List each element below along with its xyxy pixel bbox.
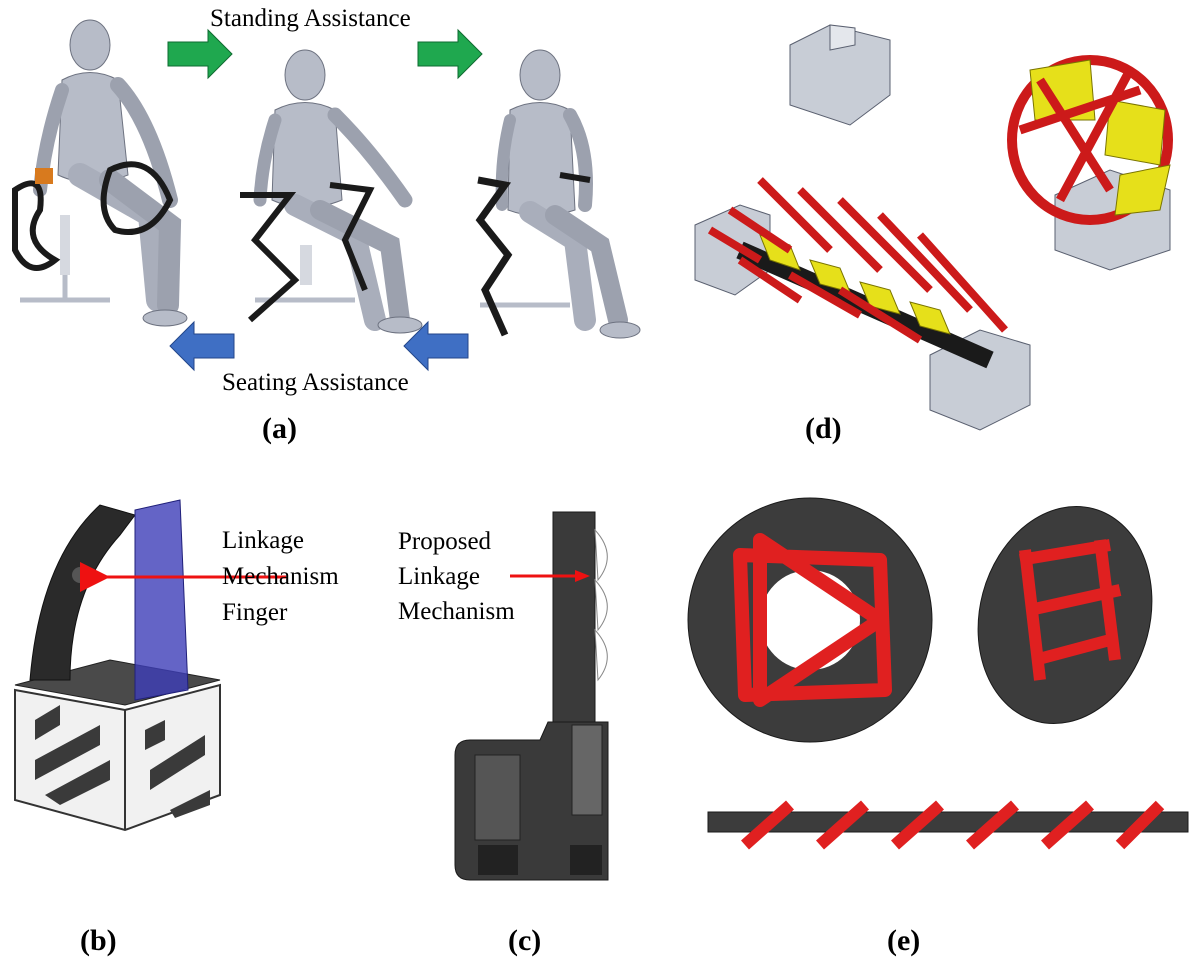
- seating-assistance-caption: Seating Assistance: [222, 369, 409, 396]
- gripper-base: [14, 659, 221, 832]
- panel-a-label: (a): [262, 412, 297, 445]
- wrapped-linkage-module: [1007, 55, 1173, 271]
- callout-c-line1: Proposed: [398, 528, 492, 555]
- linkage-disc-angled: [977, 505, 1153, 725]
- panel-e-label: (e): [887, 924, 920, 957]
- callout-b-line1: Linkage: [222, 527, 304, 554]
- seated-mannequin-3: [480, 49, 641, 339]
- callout-b: Linkage Mechanism Finger: [80, 527, 339, 626]
- standing-assistance-caption: Standing Assistance: [210, 5, 411, 32]
- hip-mechanism-3: [475, 172, 591, 337]
- linkage-flat-strip: [707, 800, 1189, 850]
- standing-arrow-2: [417, 28, 483, 80]
- transparent-finger-overlay: [134, 499, 189, 701]
- callout-c-line2: Linkage: [398, 563, 480, 590]
- seating-arrow-1: [169, 320, 235, 372]
- seating-arrow-2: [403, 320, 469, 372]
- drive-unit: [454, 721, 609, 881]
- panel-c: Proposed Linkage Mechanism (c): [398, 511, 609, 957]
- callout-c-line3: Mechanism: [398, 598, 515, 625]
- panel-a: Standing Assistance Seating Assistance: [12, 5, 641, 445]
- panel-c-label: (c): [508, 924, 541, 957]
- panel-d-label: (d): [805, 412, 842, 445]
- u-block-small: [789, 24, 891, 126]
- panel-d: (d): [694, 24, 1173, 445]
- linkage-finger: [29, 504, 136, 681]
- callout-c: Proposed Linkage Mechanism: [398, 528, 590, 625]
- hip-mechanism-1: [12, 161, 174, 271]
- hip-mechanism-2: [240, 182, 375, 323]
- standing-arrow-1: [167, 28, 233, 80]
- linkage-column: [552, 511, 608, 723]
- panel-e: (e): [687, 497, 1189, 957]
- straight-linkage-strip: [694, 177, 1031, 431]
- callout-b-line3: Finger: [222, 599, 288, 626]
- panel-b: Linkage Mechanism Finger (b): [14, 499, 339, 957]
- callout-b-line2: Mechanism: [222, 563, 339, 590]
- panel-b-label: (b): [80, 924, 117, 957]
- linkage-disc-front: [687, 497, 933, 743]
